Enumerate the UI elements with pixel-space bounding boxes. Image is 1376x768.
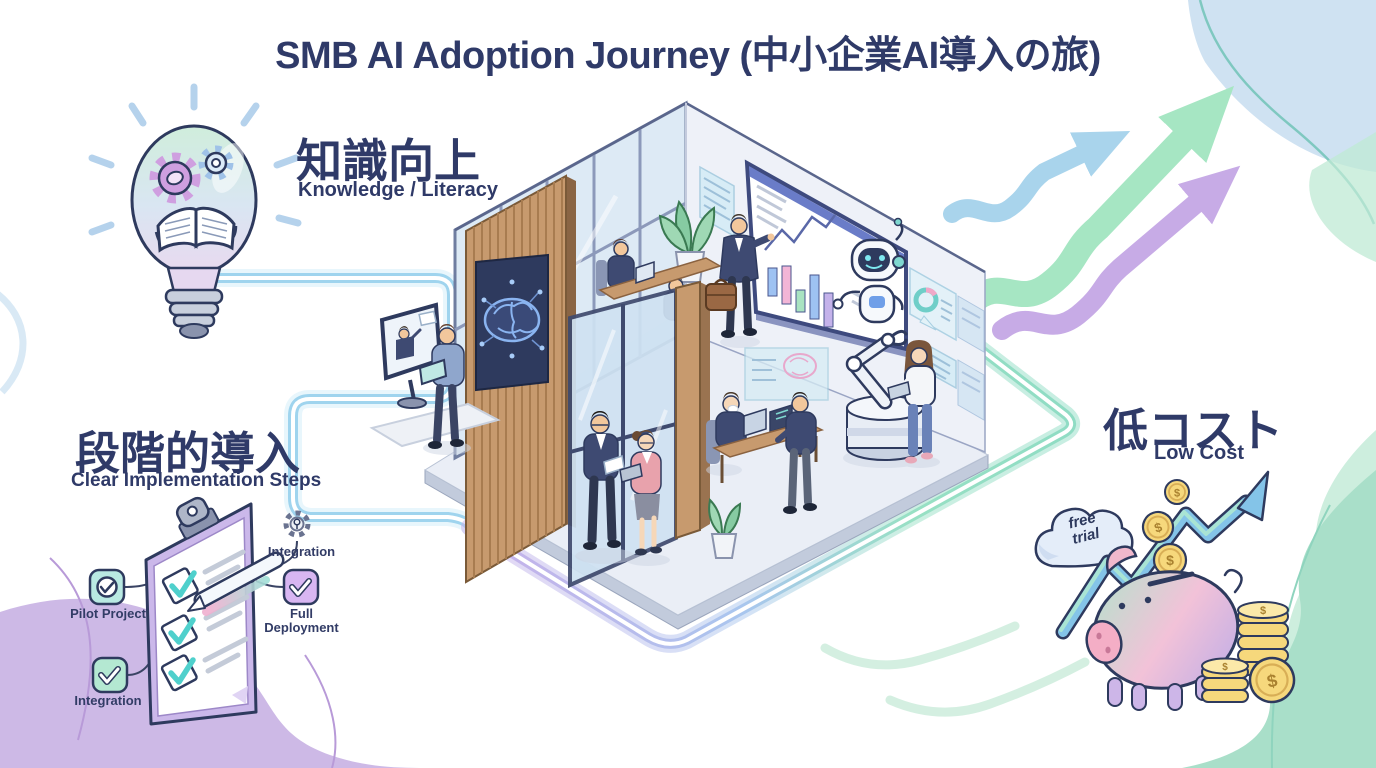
plant-small — [708, 497, 742, 559]
path-loop-core — [468, 343, 1074, 646]
document — [603, 455, 625, 475]
path-blue-core — [208, 276, 472, 529]
page-fold — [232, 686, 248, 704]
low-cost-subheading: Low Cost — [1154, 442, 1244, 464]
standing-man-desk — [775, 392, 817, 514]
screen-bar-chart — [767, 265, 834, 328]
presenter — [705, 214, 775, 338]
checklist-rows — [160, 549, 250, 692]
wood-slat-wall — [465, 174, 576, 584]
coin-front: $ — [1248, 656, 1296, 704]
robot-mascot — [832, 217, 906, 324]
badge-gear-icon — [283, 510, 311, 538]
coin-symbol: $ — [1260, 605, 1266, 617]
growth-arrows — [943, 85, 1241, 340]
floor-wave-1 — [820, 621, 1020, 670]
floor-wave-2 — [885, 657, 1090, 717]
standing-pair — [583, 411, 662, 556]
holo-panel-brain — [744, 347, 829, 401]
wood-pillar — [675, 280, 710, 540]
knowledge-subheading: Knowledge / Literacy — [298, 179, 499, 201]
implementation-heading: 段階的導入 — [75, 428, 301, 479]
step-badges — [88, 510, 320, 694]
tablet-man — [418, 324, 465, 449]
lightbulb-icon — [88, 83, 302, 339]
coin-stacks: $ $ $ — [1201, 601, 1296, 704]
wood-desk-back — [598, 257, 722, 300]
book-icon — [154, 206, 238, 253]
implementation-subheading: Clear Implementation Steps — [71, 470, 322, 491]
tablet-teal — [418, 358, 448, 386]
blob-top-right — [1188, 0, 1376, 172]
cloud-icon — [1034, 507, 1134, 568]
screen-titlebar — [749, 166, 904, 264]
curve-bottom-left-1 — [49, 557, 92, 741]
pen-icon — [187, 551, 285, 616]
clipboard-clip — [175, 496, 220, 540]
coin-symbol: $ — [1265, 670, 1279, 692]
bulb-base — [164, 288, 224, 328]
brain-display — [475, 253, 549, 392]
growth-arrow-purple — [992, 165, 1241, 340]
badge-label-integration-bottom: Integration — [74, 693, 142, 708]
gear-icon-blue — [198, 145, 234, 181]
coin-slot — [1147, 571, 1195, 587]
curve-left-edge — [0, 291, 27, 395]
suit-man-head — [590, 414, 610, 434]
blob-bottom-right — [1182, 470, 1376, 768]
laptop-held — [887, 381, 911, 401]
blob-right-mint — [1309, 132, 1376, 262]
lightbulb-rays — [88, 83, 302, 236]
wall-panel-edge — [957, 295, 985, 421]
growth-arrow-green — [959, 85, 1235, 315]
curve-bottom-left-2 — [304, 654, 337, 768]
badge-label-full-deployment: Full Deployment — [264, 606, 339, 636]
laptop-back-1 — [635, 260, 655, 285]
clipboard-icon — [88, 496, 320, 726]
knowledge-heading: 知識向上 — [296, 135, 480, 187]
coin-symbol: $ — [1222, 662, 1228, 673]
tablet-held — [619, 463, 643, 483]
coin-symbol: $ — [1174, 488, 1180, 500]
office-illustration — [369, 100, 990, 630]
badge-label-pilot-project: Pilot Project — [70, 606, 146, 621]
woman-white-top — [887, 340, 936, 464]
coin-symbol: $ — [1166, 552, 1174, 568]
wall-panel-donut — [909, 266, 957, 342]
video-monitor — [379, 302, 443, 409]
page-title: SMB AI Adoption Journey (中小企業AI導入の旅) — [275, 35, 1101, 77]
falling-coins: $ $ $ — [1141, 479, 1190, 578]
briefcase — [705, 283, 737, 311]
robot-arm — [845, 329, 924, 461]
pink-woman-head — [637, 433, 655, 451]
badge-label-integration-top: Integration — [267, 544, 336, 559]
gear-icon-purple — [149, 152, 201, 204]
growth-arrow-blue — [943, 130, 1131, 223]
seated-woman-head — [613, 241, 629, 257]
journey-paths — [201, 269, 1081, 653]
laptop-silver — [743, 407, 767, 438]
low-cost-illustration: $ $ $ — [1034, 470, 1296, 711]
low-cost-heading: 低コスト — [1103, 405, 1284, 456]
